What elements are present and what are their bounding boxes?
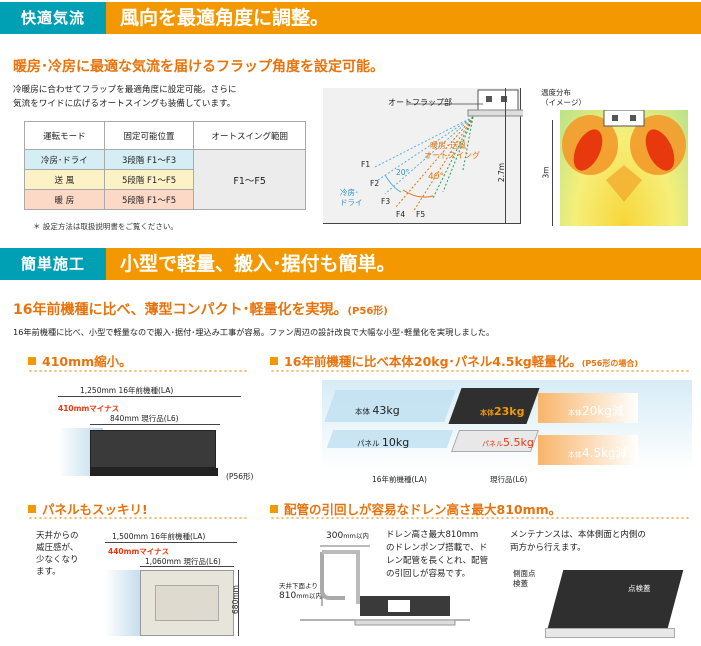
body-old-weight: 43kg: [372, 404, 400, 417]
section-paragraph: 16年前機種に比べ、小型で軽量なので搬入･据付･埋込み工事が容易。ファン周辺の設…: [13, 327, 495, 337]
flap-diagram: [372, 89, 523, 213]
table-note: ＊ 設定方法は取扱説明書をご覧ください。: [33, 222, 178, 231]
temp-unit-icon: [603, 110, 645, 127]
la-dimension: 1,250mm 16年前機種(LA): [80, 386, 174, 395]
flap-f5: F5: [416, 210, 426, 219]
table-cell: 3段階 F1〜F3: [103, 149, 195, 170]
unit-body-icon: [90, 430, 216, 468]
panel-old-weight: 10kg: [381, 436, 410, 449]
maintenance-unit-icon: [546, 570, 684, 632]
section-title: 小型で軽量、搬入･据付も簡単。: [120, 253, 396, 275]
sub-heading-weight: 16年前機種に比べ本体20kg･パネル4.5kg軽量化。(P56形の場合): [270, 351, 638, 370]
section-heading: 16年前機種に比べ、薄型コンパクト･軽量化を実現。(P56形): [13, 299, 388, 319]
panel-height: 680mm: [230, 585, 240, 614]
table-cell: 5段階 F1〜F5: [103, 169, 195, 190]
cool-label: 冷房･: [340, 188, 359, 197]
bullet-square-icon: [28, 505, 36, 513]
l6-dimension: 840mm 現行品(L6): [110, 414, 179, 423]
panel-new-weight: 5.5kg: [503, 436, 534, 449]
paragraph-line: 冷暖房に合わせてフラップを最適角度に設定可能。さらに: [13, 85, 237, 95]
angle-cool: 20°: [396, 168, 410, 177]
section-banner-install: 簡単施工 小型で軽量、搬入･据付も簡単。: [0, 248, 701, 280]
table-row: 送 風 5段階 F1〜F5: [24, 169, 306, 190]
table-header: 運転モード: [24, 121, 105, 150]
section-tag: 快適気流: [0, 2, 106, 34]
section-banner-comfort: 快適気流 風向を最適角度に調整。: [0, 2, 701, 34]
flap-f3: F3: [381, 197, 391, 206]
table-header: オートスイング範囲: [193, 121, 306, 150]
temperature-map: [560, 110, 688, 226]
check-lid-label: 点検蓋: [628, 584, 651, 593]
unit-vent-icon: [486, 96, 492, 102]
table-cell: 5段階 F1〜F5: [103, 189, 195, 210]
temp-title: 温度分布: [541, 88, 571, 97]
panel-reduction-area: [105, 570, 145, 636]
mode-table: 運転モード 固定可能位置 オートスイング範囲 冷房･ドライ 3段階 F1〜F3 …: [24, 121, 306, 210]
angle-heat: 40°: [428, 172, 444, 182]
table-cell: 冷房･ドライ: [24, 149, 105, 170]
indoor-unit-icon: [477, 89, 519, 111]
old-caption: 16年前機種(LA): [372, 475, 427, 484]
panel-text: 天井からの 威圧感が、 少なくなり ます。: [36, 531, 79, 577]
cool-label: ドライ: [340, 198, 363, 207]
intro-paragraph: 冷暖房に合わせてフラップを最適角度に設定可能。さらに 気流をワイドに広げるオート…: [13, 83, 313, 111]
drain-text: ドレン高さ最大810mm のドレンポンプ搭載で、ド レン配管を長くとれ、配管 の…: [386, 530, 489, 579]
table-header: 固定可能位置: [103, 121, 195, 150]
table-row: 冷房･ドライ 3段階 F1〜F3 F1〜F5: [24, 149, 306, 210]
bullet-square-icon: [270, 357, 278, 365]
table-row: 暖 房 5段階 F1〜F5: [24, 189, 306, 210]
drain-under-label: 天井下面より: [279, 582, 318, 590]
table-cell: 送 風: [24, 169, 105, 190]
bullet-square-icon: [270, 505, 278, 513]
paragraph-line: 気流をワイドに広げるオートスイングも装備しています。: [13, 99, 236, 109]
drain-300: 300mm以内: [326, 531, 369, 541]
ceiling-panel-icon: [467, 109, 523, 117]
body-reduction: 20kg減: [582, 404, 624, 418]
panel-l6-dimension: 1,060mm 現行品(L6): [145, 557, 221, 566]
section-tag: 簡単施工: [0, 248, 106, 280]
heading-main: 16年前機種に比べ、薄型コンパクト･軽量化を実現。: [13, 302, 348, 318]
table-cell: F1〜F5: [193, 149, 306, 210]
temp-height: 3m: [541, 166, 551, 179]
maintenance-text: メンテナンスは、本体側面と内側の 両方から行えます。: [510, 530, 646, 553]
sub-heading-panel: パネルもスッキリ!: [28, 499, 148, 518]
model-label: (P56形): [226, 472, 254, 481]
new-caption: 現行品(L6): [490, 475, 528, 484]
minus-label: 410mmマイナス: [58, 404, 120, 413]
ceiling-panel-icon: [140, 570, 234, 636]
drain-diagram: [300, 545, 470, 626]
side-check-label: 検蓋: [513, 579, 528, 588]
table-cell: 暖 房: [24, 189, 105, 210]
auto-flap-label: オートフラップ部: [388, 98, 452, 107]
panel-reduction: 4.5kg減: [582, 446, 628, 460]
section-heading: 暖房･冷房に最適な気流を届けるフラップ角度を設定可能。: [13, 59, 384, 75]
panel-la-dimension: 1,500mm 16年前機種(LA): [112, 532, 206, 541]
temperature-plumes: [562, 110, 686, 202]
flap-f1: F1: [361, 160, 371, 169]
flap-f4: F4: [396, 210, 406, 219]
unit-vent-icon: [501, 96, 507, 102]
side-check-label: 側面点: [513, 569, 536, 578]
drain-under-value: 810mm以内: [279, 591, 322, 601]
panel-minus-label: 440mmマイナス: [108, 547, 170, 556]
room-height: 2.7m: [497, 162, 507, 183]
heat-label: オートスイング: [424, 151, 480, 160]
flap-f2: F2: [370, 179, 380, 188]
sub-heading-410: 410mm縮小。: [28, 351, 132, 370]
room-outline: [323, 88, 521, 224]
bullet-square-icon: [28, 357, 36, 365]
temp-subtitle: （イメージ）: [541, 98, 586, 107]
heat-label: 暖房･送風: [430, 141, 466, 150]
section-title: 風向を最適角度に調整。: [120, 7, 330, 29]
heading-suffix: (P56形): [347, 306, 388, 317]
drain-pipe-icon: [320, 552, 345, 600]
body-new-weight: 23kg: [494, 405, 525, 418]
sub-heading-drain: 配管の引回しが容易なドレン高さ最大810mm。: [270, 499, 561, 518]
